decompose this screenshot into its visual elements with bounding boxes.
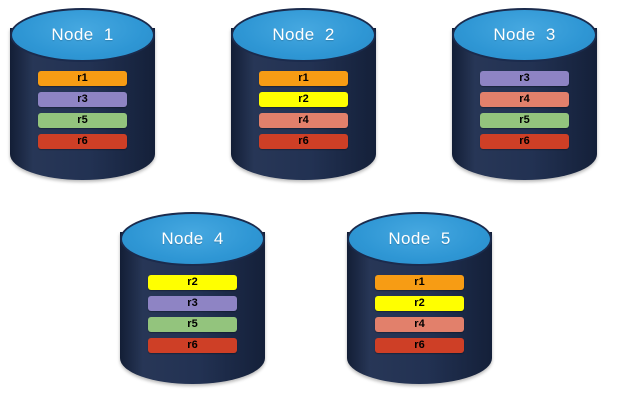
node-label: Node 1 [51, 25, 114, 44]
node-top-ellipse [10, 8, 155, 62]
database-node-cylinder[interactable]: Node 3 r3 r4 r5 r6 [452, 8, 597, 190]
node-top-ellipse [120, 212, 265, 266]
replica-bar[interactable]: r5 [38, 113, 127, 128]
replica-bar[interactable]: r2 [259, 92, 348, 107]
replica-bar[interactable]: r3 [480, 71, 569, 86]
database-node-cylinder[interactable]: Node 5 r1 r2 r4 r6 [347, 212, 492, 394]
database-node-cylinder[interactable]: Node 2 r1 r2 r4 r6 [231, 8, 376, 190]
replica-bar[interactable]: r4 [480, 92, 569, 107]
replica-bar[interactable]: r6 [148, 338, 237, 353]
replica-bar[interactable]: r1 [259, 71, 348, 86]
replica-bar[interactable]: r6 [259, 134, 348, 149]
node-label: Node 5 [388, 229, 451, 248]
replica-bar[interactable]: r4 [375, 317, 464, 332]
replica-bar[interactable]: r1 [375, 275, 464, 290]
replica-bar[interactable]: r3 [38, 92, 127, 107]
replica-list: r2 r3 r5 r6 [148, 275, 237, 353]
node-top-ellipse [347, 212, 492, 266]
replica-bar[interactable]: r4 [259, 113, 348, 128]
replica-bar[interactable]: r6 [480, 134, 569, 149]
node-top-ellipse [231, 8, 376, 62]
database-node-cylinder[interactable]: Node 1 r1 r3 r5 r6 [10, 8, 155, 190]
replica-list: r1 r2 r4 r6 [259, 71, 348, 149]
replica-list: r1 r3 r5 r6 [38, 71, 127, 149]
replica-bar[interactable]: r3 [148, 296, 237, 311]
replica-bar[interactable]: r5 [148, 317, 237, 332]
replica-bar[interactable]: r6 [38, 134, 127, 149]
node-label: Node 4 [161, 229, 224, 248]
database-node-cylinder[interactable]: Node 4 r2 r3 r5 r6 [120, 212, 265, 394]
node-label: Node 2 [272, 25, 335, 44]
replica-list: r1 r2 r4 r6 [375, 275, 464, 353]
node-top-ellipse [452, 8, 597, 62]
replica-bar[interactable]: r5 [480, 113, 569, 128]
replica-bar[interactable]: r6 [375, 338, 464, 353]
replica-bar[interactable]: r2 [148, 275, 237, 290]
replica-list: r3 r4 r5 r6 [480, 71, 569, 149]
node-label: Node 3 [493, 25, 556, 44]
replica-bar[interactable]: r1 [38, 71, 127, 86]
replica-bar[interactable]: r2 [375, 296, 464, 311]
